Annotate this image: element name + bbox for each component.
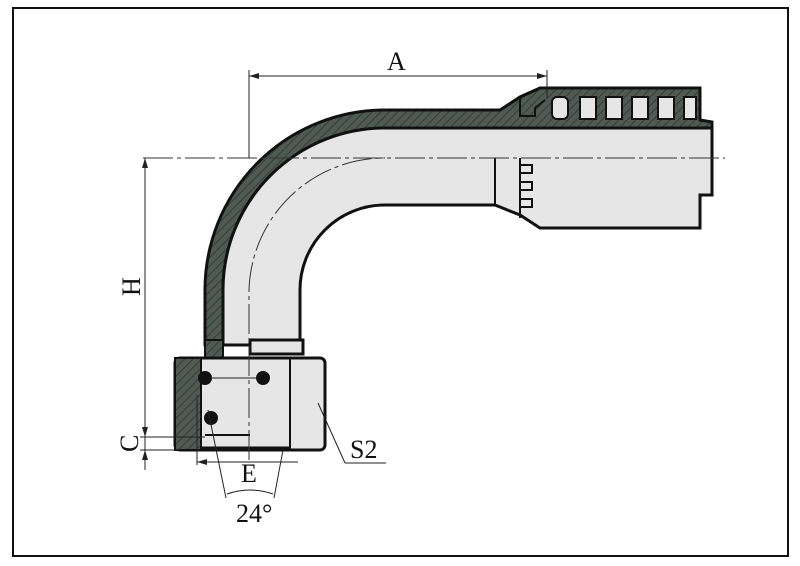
dimension-h-label: H [117,277,146,296]
socket-teeth [519,164,533,208]
dimension-c-label: C [115,435,144,452]
angle-arc [226,489,274,495]
dimension-a-label: A [387,47,406,76]
collar-ring [248,338,305,356]
ferrule-lip [519,97,546,117]
dimension-e-arrow [197,459,207,465]
hex-size-label: S2 [350,435,377,464]
drawing-frame [12,7,789,557]
centerline-bend [248,157,386,460]
ferrule-grooves [551,96,697,120]
ball-right [256,371,270,385]
angle-label: 24° [236,499,272,528]
angle-leg-right [273,449,284,499]
dimension-e-label: E [241,459,257,488]
ball-left-bottom [204,411,218,425]
hex-size-leader [317,402,346,464]
dimension-c-arrow [142,450,148,460]
ball-left-top [198,371,212,385]
angle-leg-left [207,409,227,499]
elbow-bore [221,126,714,347]
